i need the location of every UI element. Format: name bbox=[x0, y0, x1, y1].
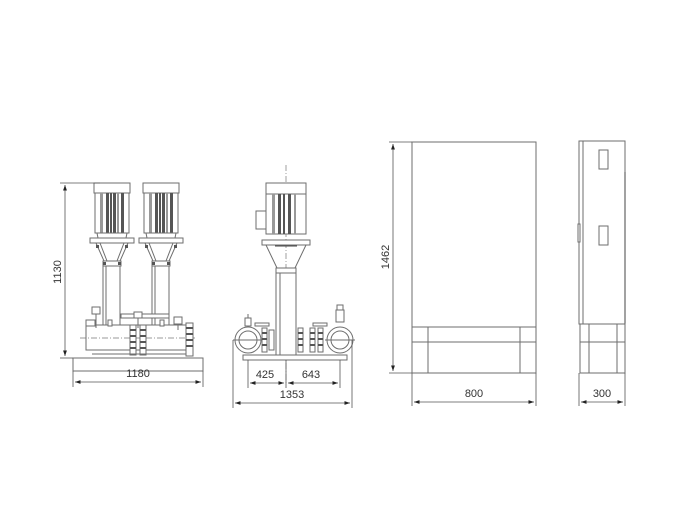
base-frame bbox=[72, 357, 204, 372]
dim-label-height: 1130 bbox=[52, 260, 64, 284]
pump-motor-left bbox=[89, 182, 135, 267]
control-cabinet-front: 1462 800 bbox=[380, 141, 537, 406]
dim-label-width: 1180 bbox=[126, 368, 150, 380]
side-view-pump-set: 425 643 1353 bbox=[232, 165, 355, 408]
cabinet-window-top bbox=[598, 149, 609, 170]
dim-label-width-800: 800 bbox=[465, 388, 483, 400]
dim-label-1353: 1353 bbox=[280, 389, 304, 401]
cabinet-window-bottom bbox=[598, 225, 609, 246]
dim-label-height-1462: 1462 bbox=[380, 245, 392, 269]
pump-motor-right bbox=[138, 182, 184, 267]
control-cabinet-side: 300 bbox=[577, 140, 626, 406]
front-view-pump-set: 1130 1180 bbox=[52, 182, 204, 387]
dim-label-width-300: 300 bbox=[593, 388, 611, 400]
dim-label-643: 643 bbox=[302, 369, 320, 381]
dim-label-425: 425 bbox=[256, 369, 274, 381]
